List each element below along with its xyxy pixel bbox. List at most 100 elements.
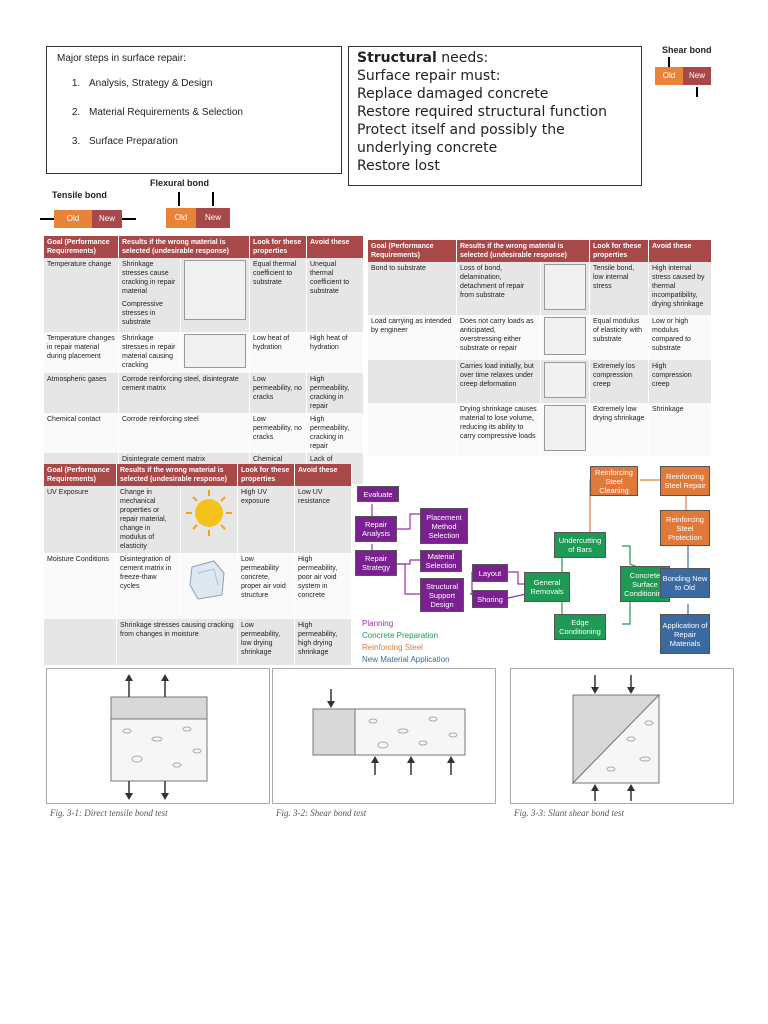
col-result: Results if the wrong material is selecte… — [116, 464, 238, 486]
cell-result: Drying shrinkage causes material to lose… — [456, 403, 541, 456]
cell-avoid: High permeability, high drying shrinkage — [294, 619, 352, 665]
cell-look: Equal modulus of elasticity with substra… — [589, 315, 649, 360]
flow-placement: Placement Method Selection — [420, 508, 468, 544]
table-1: Goal (Performance Requirements) Results … — [44, 236, 364, 484]
col-avoid: Avoid these — [648, 240, 712, 262]
flow-repair-strategy: Repair Strategy — [355, 550, 397, 576]
legend-new-material: New Material Application — [362, 655, 450, 664]
down-arrow-icon — [178, 192, 180, 206]
flow-repair-analysis: Repair Analysis — [355, 516, 397, 542]
cell-look: Low permeability, no cracks — [249, 373, 307, 413]
cell-result: Does not carry loads as anticipated, ove… — [456, 315, 541, 360]
table-3: Goal (Performance Requirements) Results … — [44, 464, 352, 665]
tensile-bond-label: Tensile bond — [52, 190, 107, 200]
cell-avoid: Shrinkage — [648, 403, 712, 456]
slant-shear-diagram — [571, 675, 661, 801]
flexural-bond-label: Flexural bond — [150, 178, 210, 188]
col-goal: Goal (Performance Requirements) — [44, 236, 119, 258]
cell-avoid: Low UV resistance — [294, 486, 352, 553]
cell-result: Shrinkage stresses cause cracking in rep… — [118, 258, 181, 298]
ice-icon — [189, 560, 225, 600]
flow-undercutting: Undercutting of Bars — [554, 532, 606, 558]
cell-goal: Temperature changes in repair material d… — [44, 332, 119, 373]
col-look: Look for these properties — [589, 240, 649, 262]
new-block: New — [92, 210, 122, 228]
temperature-diagram — [184, 260, 246, 320]
cell-result: Corrode reinforcing steel, disintegrate … — [118, 373, 250, 413]
legend-concrete: Concrete Preparation — [362, 631, 439, 640]
old-block: Old — [655, 67, 683, 85]
panel-shear-bond — [272, 668, 496, 804]
cell-look: Low permeability, low drying shrinkage — [237, 619, 295, 665]
old-block: Old — [166, 208, 196, 228]
cell-goal: Temperature change — [44, 258, 119, 298]
col-avoid: Avoid these — [306, 236, 364, 258]
flow-rs-protection: Reinforcing Steel Protection — [660, 510, 710, 546]
col-avoid: Avoid these — [294, 464, 352, 486]
cell-avoid: Low or high modulus compared to substrat… — [648, 315, 712, 360]
cell-look: Tensile bond, low internal stress — [589, 262, 649, 315]
structural-line: underlying concrete — [357, 140, 498, 156]
shear-bond-label: Shear bond — [662, 45, 712, 55]
structural-line: Surface repair must: — [357, 68, 501, 84]
cell-avoid: High permeability, poor air void system … — [294, 553, 352, 619]
cell-look: High UV exposure — [237, 486, 295, 553]
panel-direct-tensile — [46, 668, 270, 804]
down-arrow-icon — [668, 57, 670, 67]
structural-line: Restore lost — [357, 158, 440, 174]
cell-avoid: High heat of hydration — [306, 332, 364, 373]
cell-goal: Atmospheric gases — [44, 373, 119, 413]
cell-result: Compressive stresses in substrate — [118, 298, 181, 332]
up-arrow-icon — [696, 87, 698, 97]
cell-avoid: High compression creep — [648, 360, 712, 403]
table-2: Goal (Performance Requirements) Results … — [368, 240, 712, 456]
cell-look: Low permeability, no cracks — [249, 413, 307, 453]
flow-structural-support: Structural Support Design — [420, 578, 464, 612]
step-item: Analysis, Strategy & Design — [83, 78, 331, 89]
cell-look: Extremely los compression creep — [589, 360, 649, 403]
flow-rs-repair: Reinforcing Steel Repair — [660, 466, 710, 496]
shear-bond-diagram — [312, 689, 466, 775]
structural-line: Replace damaged concrete — [357, 86, 549, 102]
load-diagram — [544, 317, 586, 355]
creep-diagram — [544, 362, 586, 398]
flow-application: Application of Repair Materials — [660, 614, 710, 654]
step-item: Surface Preparation — [83, 136, 331, 147]
direct-tensile-diagram — [110, 674, 208, 800]
steps-box: Major steps in surface repair: Analysis,… — [46, 46, 342, 174]
structural-rest: needs: — [436, 50, 489, 66]
cell-goal: Moisture Conditions — [44, 553, 117, 619]
down-arrow-icon — [212, 192, 214, 206]
cell-look: Extremely low drying shrinkage — [589, 403, 649, 456]
new-block: New — [683, 67, 711, 85]
col-result: Results if the wrong material is selecte… — [456, 240, 590, 262]
flow-legend: Planning Concrete Preparation Reinforcin… — [362, 618, 450, 666]
flow-bonding: Bonding New to Old — [660, 568, 710, 598]
flow-shoring: Shoring — [472, 590, 508, 608]
cell-goal: Load carrying as intended by engineer — [368, 315, 457, 360]
cell-result: Disintegration of cement matrix in freez… — [116, 553, 181, 619]
col-look: Look for these properties — [249, 236, 307, 258]
structural-bold: Structural — [357, 50, 437, 66]
cell-goal: UV Exposure — [44, 486, 117, 553]
panel-slant-shear — [510, 668, 734, 804]
step-item: Material Requirements & Selection — [83, 107, 331, 118]
cell-result: Shrinkage stresses in repair material ca… — [118, 332, 181, 373]
structural-line: Protect itself and possibly the — [357, 122, 565, 138]
right-arrow-icon — [122, 218, 136, 220]
cell-result: Carries load initially, but over time re… — [456, 360, 541, 403]
cell-avoid: High permeability, cracking in repair — [306, 373, 364, 413]
cell-look: Low heat of hydration — [249, 332, 307, 373]
cell-goal: Bond to substrate — [368, 262, 457, 315]
col-result: Results if the wrong material is selecte… — [118, 236, 250, 258]
legend-steel: Reinforcing Steel — [362, 643, 423, 652]
flow-layout: Layout — [472, 564, 508, 582]
structural-box: Structural needs: Surface repair must: R… — [348, 46, 642, 186]
cell-result: Shrinkage stresses causing cracking from… — [116, 619, 238, 665]
cell-avoid: High internal stress caused by thermal i… — [648, 262, 712, 315]
structural-line: Restore required structural function — [357, 104, 608, 120]
steps-title: Major steps in surface repair: — [57, 53, 186, 64]
flow-general-removals: General Removals — [524, 572, 570, 602]
col-goal: Goal (Performance Requirements) — [44, 464, 117, 486]
shrinkage-diagram — [544, 405, 586, 451]
